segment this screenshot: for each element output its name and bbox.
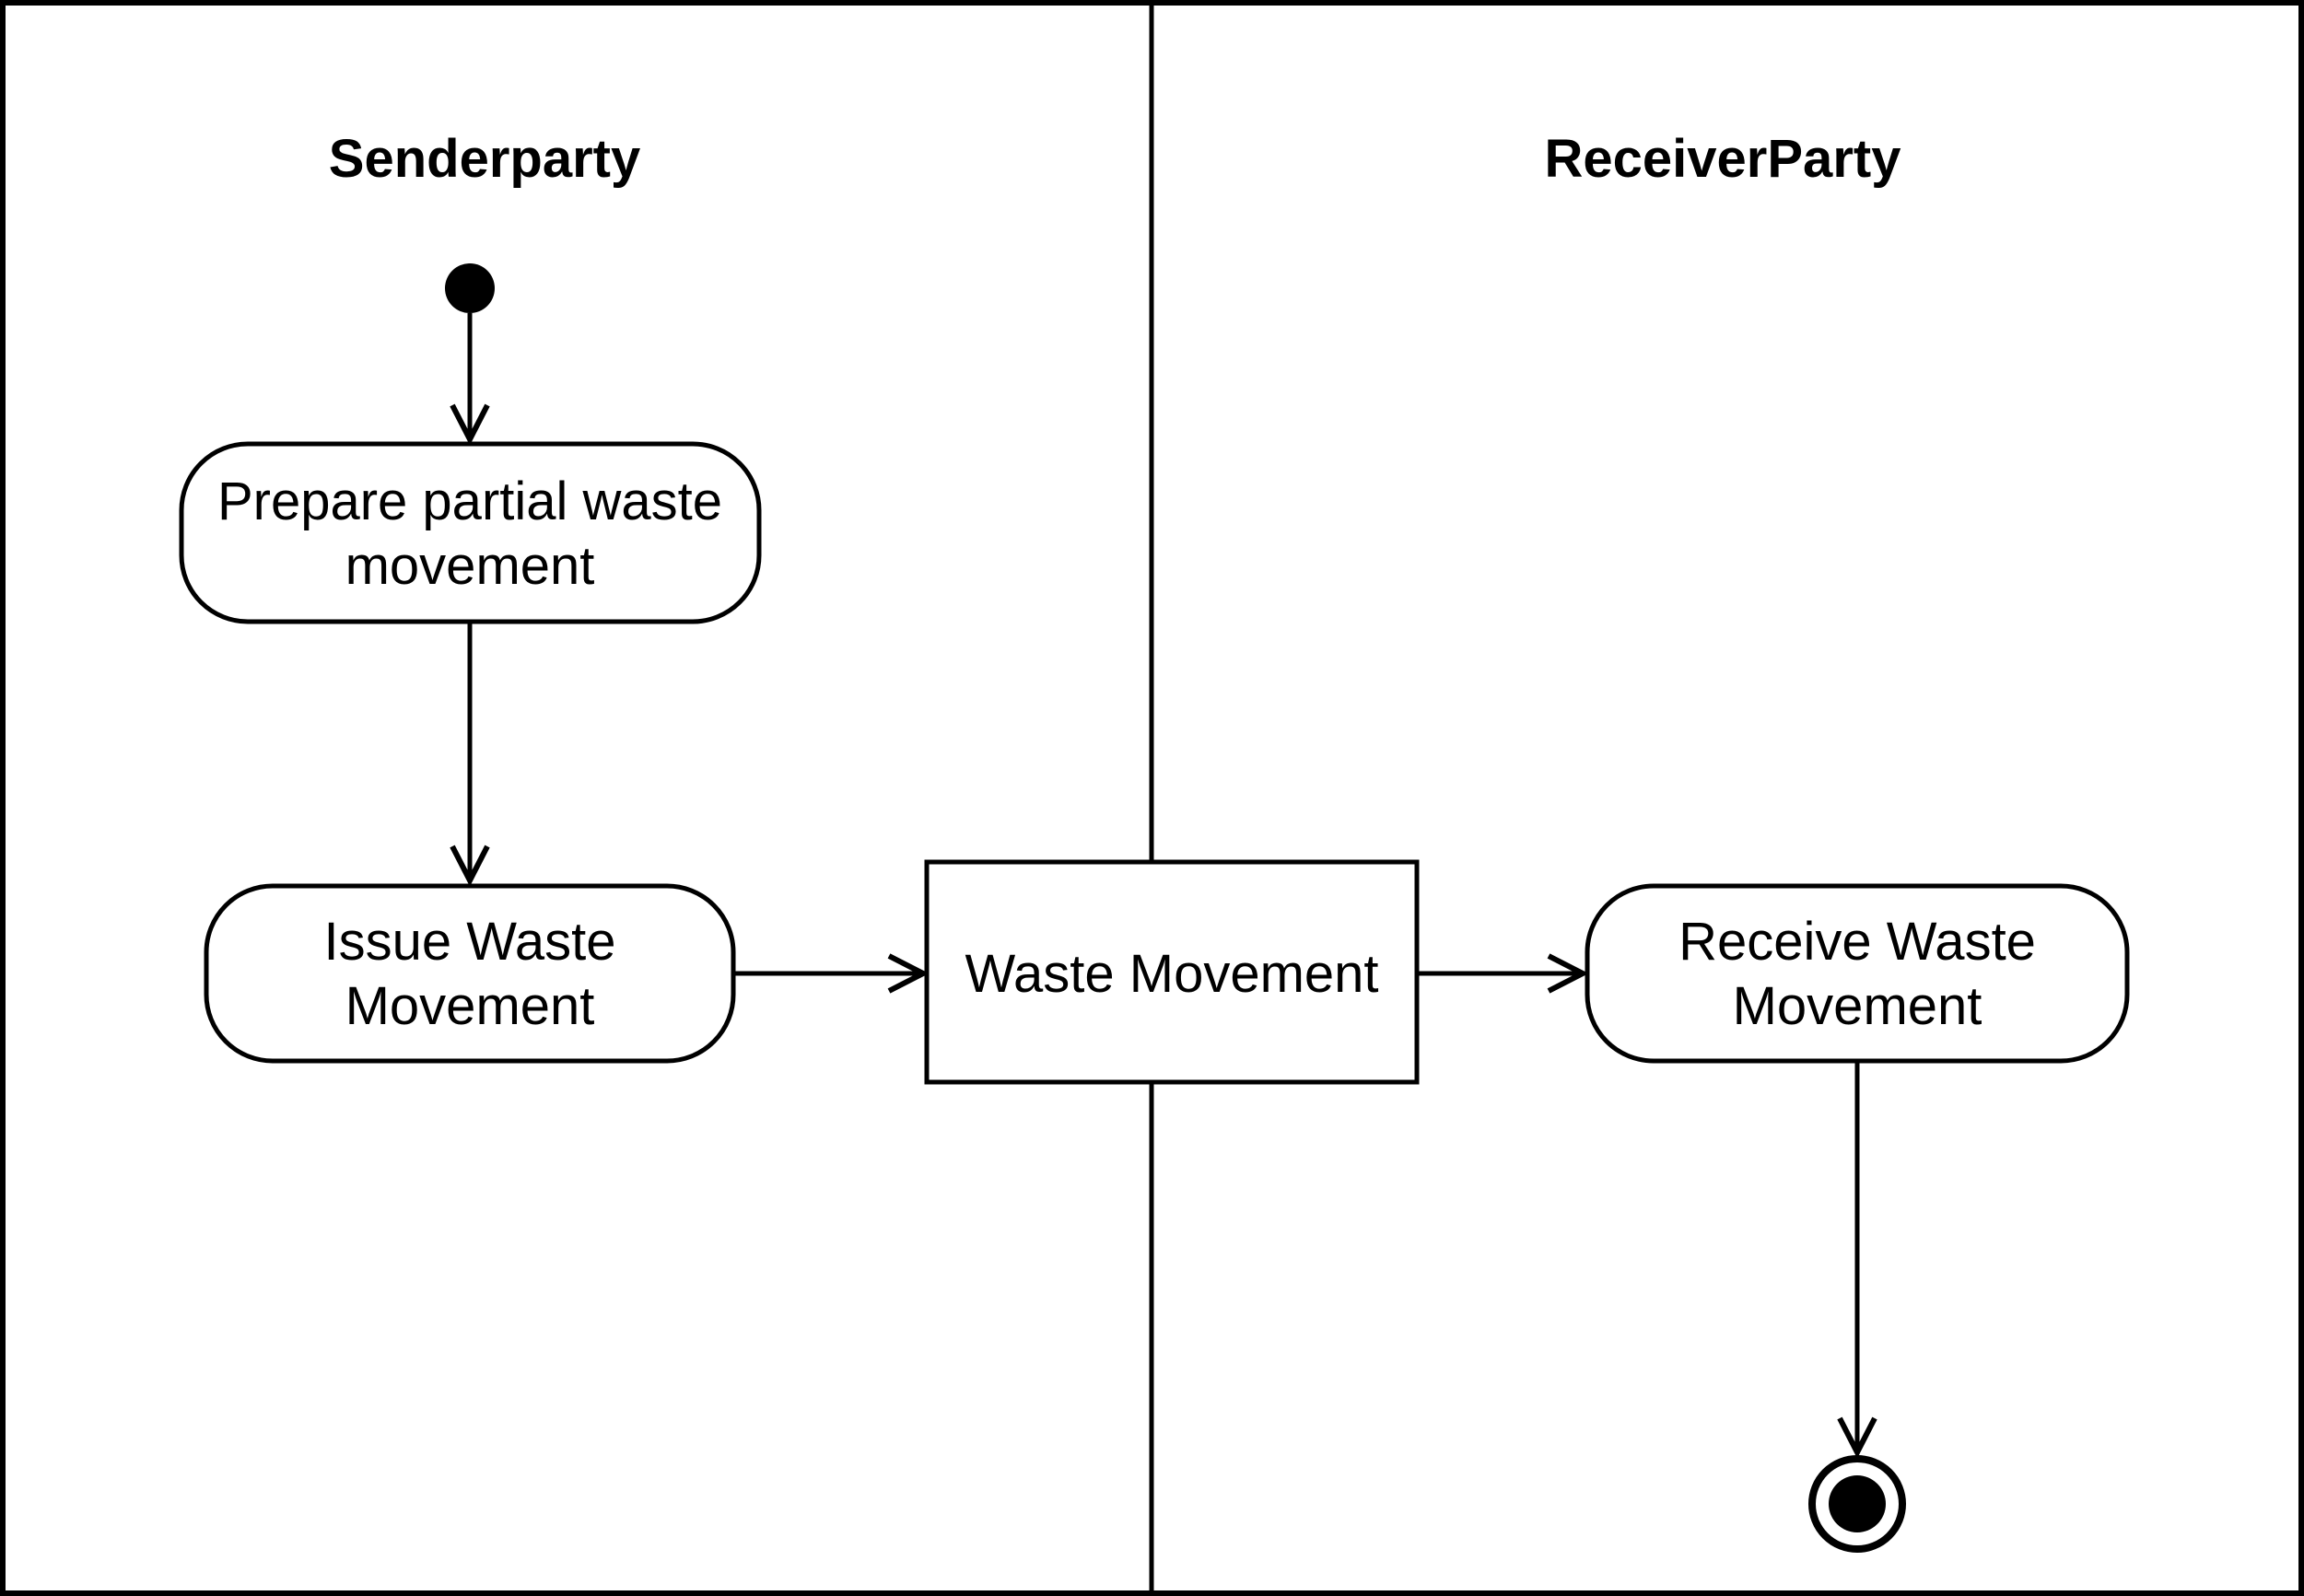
edge-initial-to-prepare	[450, 313, 490, 446]
activity-issue-label-line1: Issue Waste	[324, 912, 616, 972]
final-node	[1808, 1455, 1906, 1553]
edge-prepare-to-issue	[450, 622, 490, 887]
edge-receive-to-final	[1837, 1061, 1877, 1459]
lane-title-receiverparty: ReceiverParty	[1545, 129, 1901, 189]
object-node-waste-movement-label: Waste Movement	[965, 944, 1378, 1004]
edge-waste-movement-to-receive	[1417, 953, 1589, 994]
initial-node	[445, 263, 495, 313]
activity-issue-label-line2: Movement	[345, 976, 595, 1036]
lane-title-senderparty: Senderparty	[329, 129, 640, 189]
edge-issue-to-waste-movement	[733, 953, 930, 994]
activity-receive-label-line2: Movement	[1733, 976, 1982, 1036]
object-node-waste-movement	[924, 859, 1420, 1085]
activity-prepare-label-line2: movement	[345, 536, 595, 596]
activity-receive-label-line1: Receive Waste	[1678, 912, 2036, 972]
activity-prepare-label-line1: Prepare partial waste	[217, 472, 722, 531]
